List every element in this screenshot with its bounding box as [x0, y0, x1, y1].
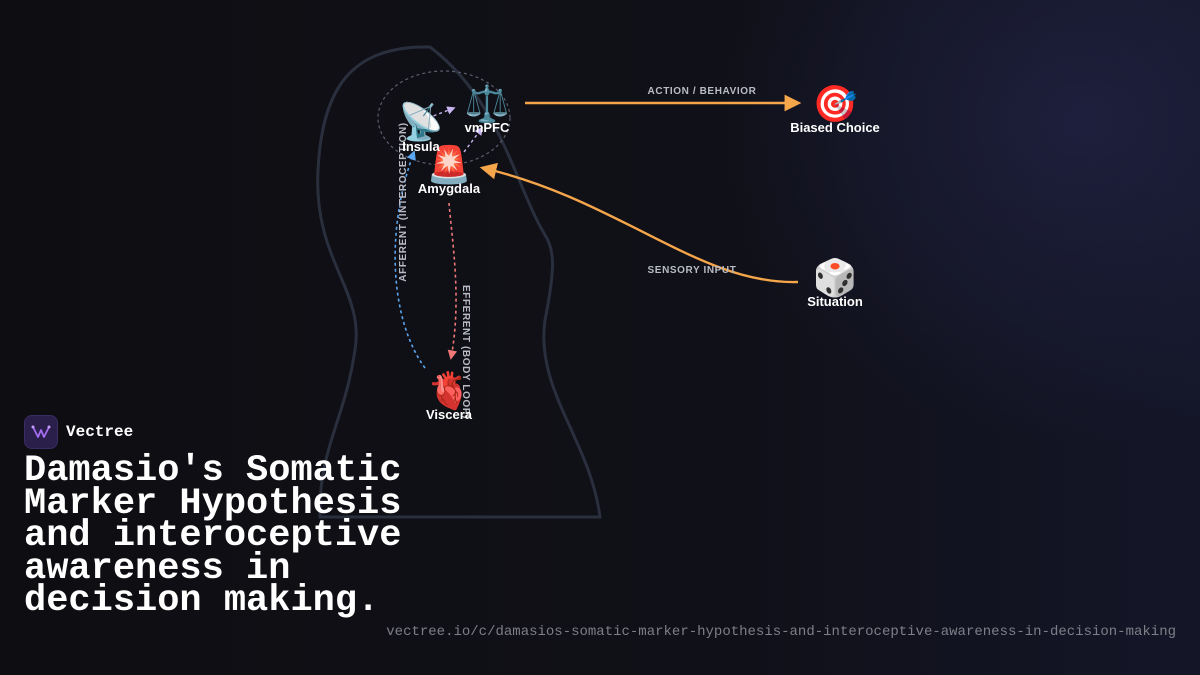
satellite-dish-icon: 📡 — [399, 99, 444, 143]
dice-icon: 🎲 — [813, 257, 858, 299]
vectree-logo-icon — [24, 415, 58, 449]
node-label-biased-choice: Biased Choice — [790, 120, 880, 135]
node-label-situation: Situation — [807, 294, 863, 309]
node-label-amygdala: Amygdala — [418, 181, 481, 196]
node-label-insula: Insula — [402, 139, 440, 154]
brain-region-outline — [377, 70, 511, 166]
brand-name: Vectree — [66, 423, 134, 441]
edge-label-action: ACTION / BEHAVIOR — [648, 86, 757, 97]
edge-label-afferent: AFFERENT (INTEROCEPTION) — [398, 122, 409, 281]
edge-afferent-interoception — [394, 150, 426, 369]
balance-scale-icon: ⚖️ — [465, 83, 510, 125]
node-label-vmpfc: vmPFC — [465, 120, 510, 135]
edge-insula-to-vmpfc — [427, 106, 456, 119]
edge-label-efferent: EFFERENT (BODY LOOP) — [460, 285, 471, 419]
siren-light-icon: 🚨 — [427, 144, 472, 186]
edge-amygdala-to-vmpfc — [463, 126, 484, 153]
edge-efferent-body-loop — [447, 202, 458, 360]
target-icon: 🎯 — [813, 84, 858, 125]
edge-label-sensory: SENSORY INPUT — [648, 265, 737, 276]
brand[interactable]: Vectree — [24, 415, 133, 449]
page-title: Damasio's Somatic Marker Hypothesis and … — [24, 450, 402, 622]
page-url[interactable]: vectree.io/c/damasios-somatic-marker-hyp… — [386, 624, 1176, 640]
anatomical-heart-icon: 🫀 — [427, 370, 472, 412]
head-silhouette — [316, 45, 602, 519]
edge-sensory-input — [479, 162, 799, 284]
node-label-viscera: Viscera — [426, 407, 473, 422]
